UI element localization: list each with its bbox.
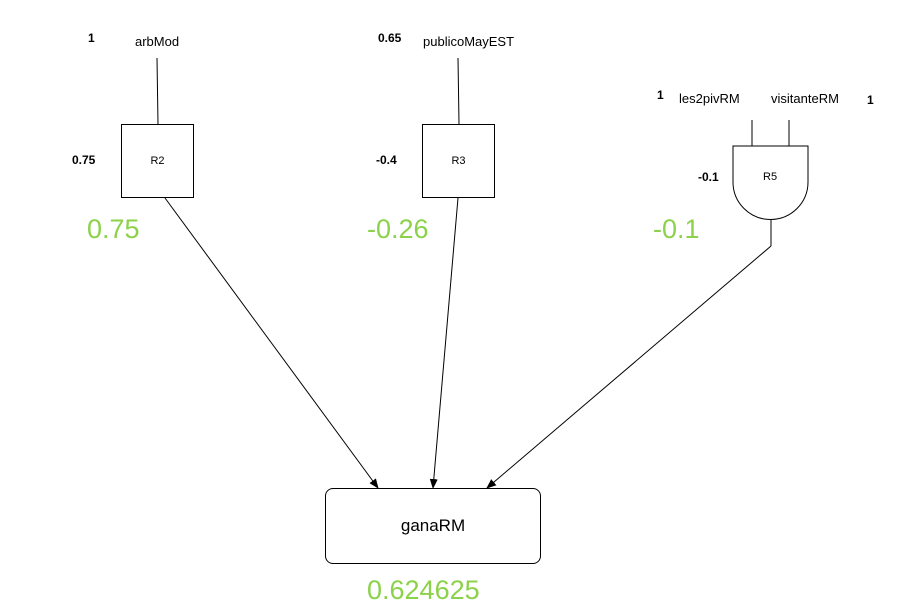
- rule-box-r3[interactable]: R3: [422, 124, 495, 198]
- rule-result-r2: 0.75: [87, 214, 140, 244]
- rule-label-r2: R2: [150, 155, 165, 167]
- wire-arbmod-r2: [156, 57, 159, 125]
- input-weight-visitanterm: 1: [867, 93, 874, 107]
- input-label-publicomayest: publicoMayEST: [423, 34, 515, 49]
- rule-label-r5[interactable]: R5: [763, 171, 778, 183]
- arrow-r3-ganarm: [429, 197, 459, 489]
- arrow-r5-ganarm: [486, 245, 772, 489]
- input-weight-publicomayest: 0.65: [378, 31, 402, 45]
- and-gate-r5-shape: [732, 145, 809, 220]
- target-result: 0.624625: [367, 575, 480, 605]
- rule-result-r5: -0.1: [653, 214, 700, 244]
- input-label-les2pivrm: les2pivRM: [679, 91, 740, 106]
- rule-label-r3: R3: [451, 155, 466, 167]
- rule-box-r2[interactable]: R2: [121, 124, 194, 198]
- input-weight-les2pivrm: 1: [657, 88, 664, 102]
- input-weight-arbmod: 1: [88, 31, 95, 45]
- input-label-arbmod: arbMod: [135, 34, 180, 49]
- target-label: ganaRM: [400, 516, 466, 535]
- rule-weight-r2: 0.75: [72, 153, 96, 167]
- input-label-visitanterm: visitanteRM: [771, 91, 839, 106]
- arrow-r2-ganarm: [164, 197, 379, 489]
- rule-weight-r3: -0.4: [376, 153, 397, 167]
- rule-result-r3: -0.26: [367, 214, 429, 244]
- rule-weight-r5: -0.1: [698, 170, 719, 184]
- target-node-ganarm[interactable]: ganaRM: [325, 488, 541, 564]
- wire-publicomayest-r3: [457, 57, 460, 125]
